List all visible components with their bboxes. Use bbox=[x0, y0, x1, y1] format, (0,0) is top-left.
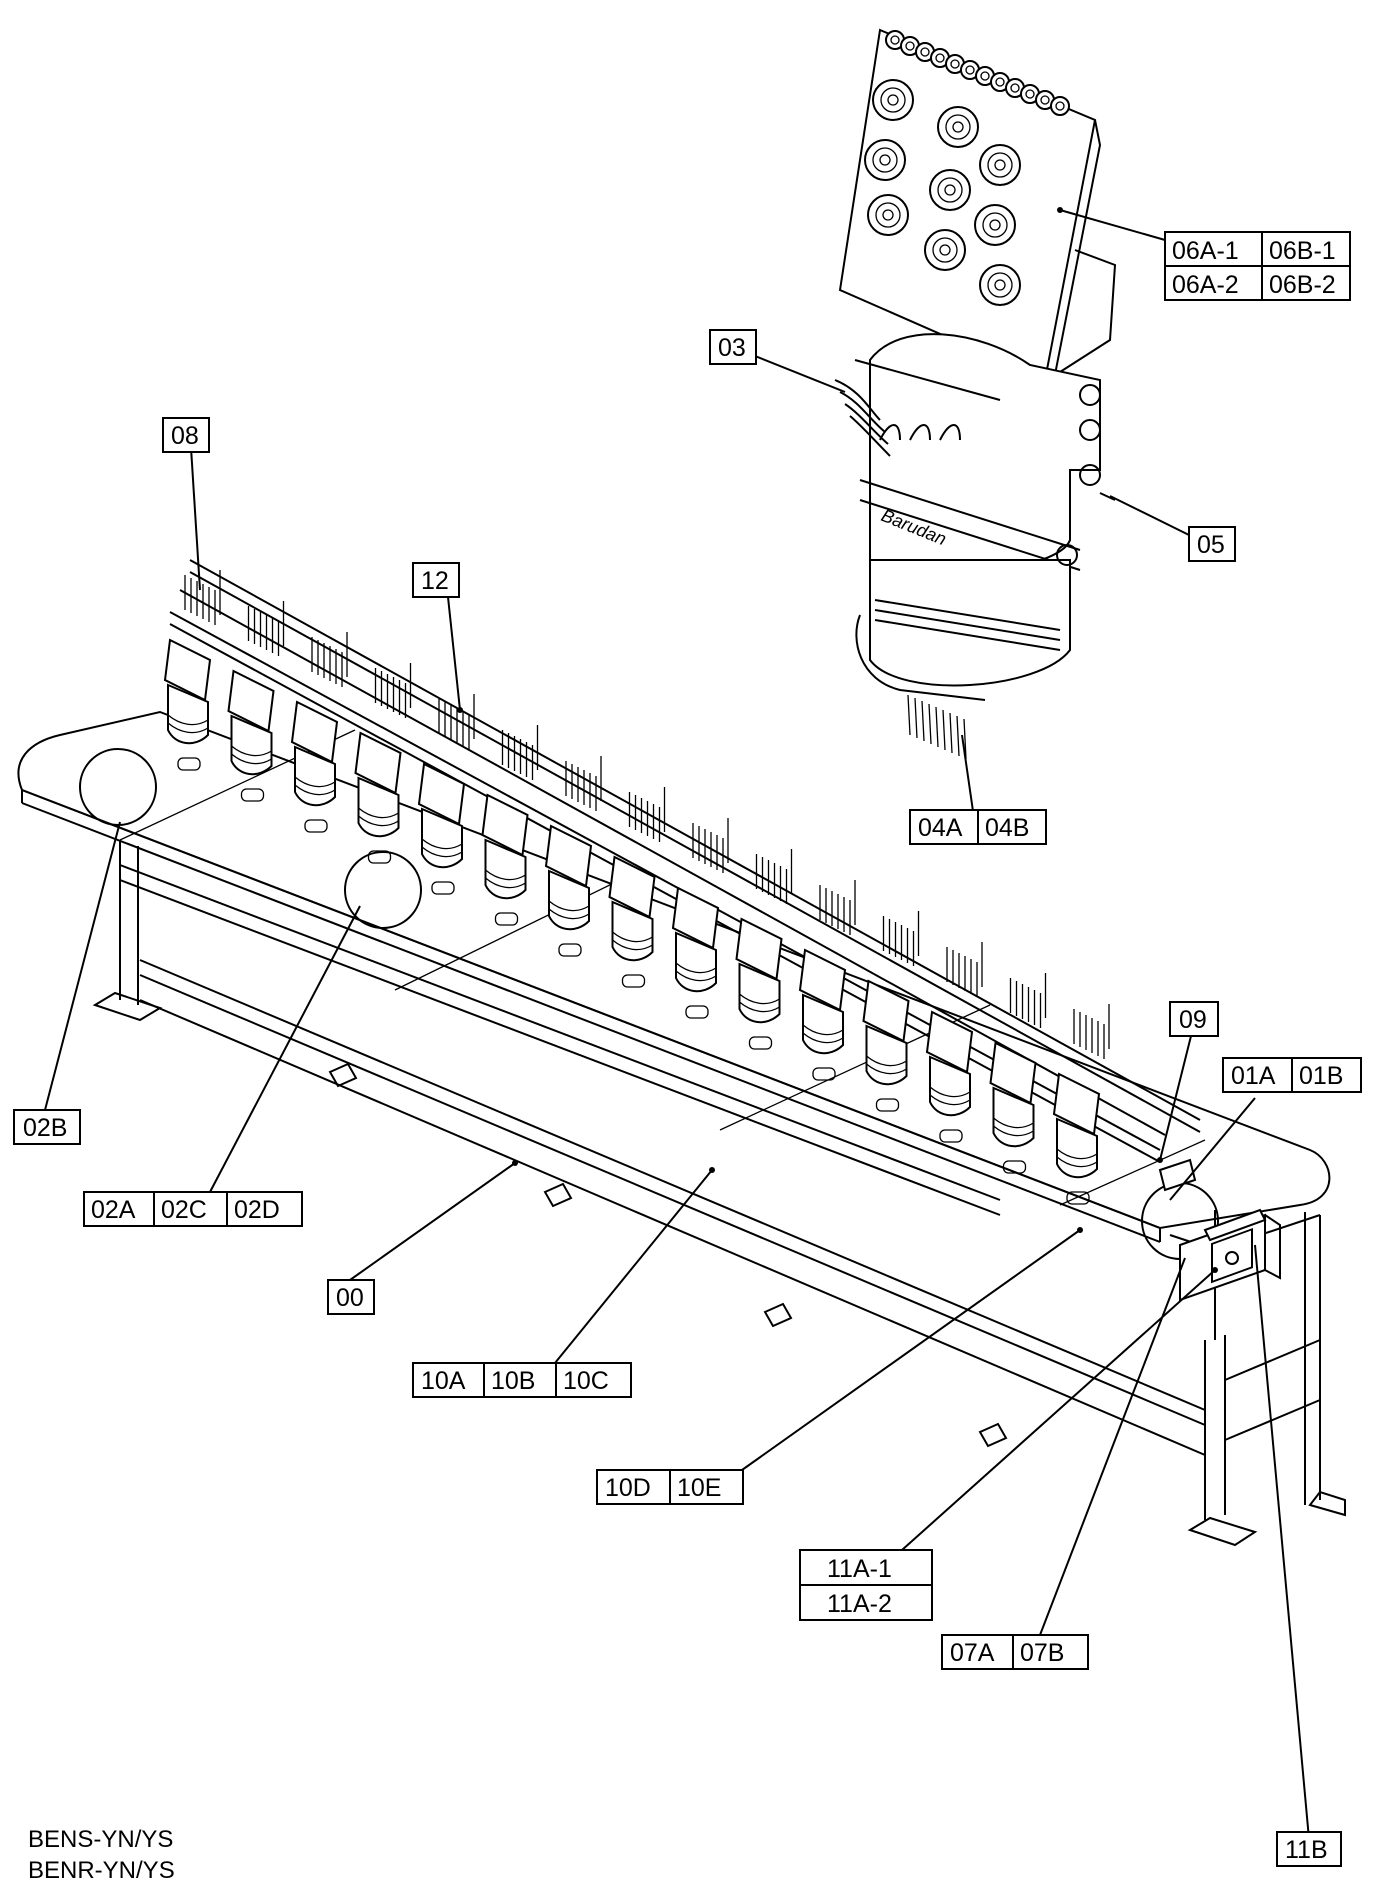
callout-01b: 01B bbox=[1299, 1062, 1343, 1090]
callout-07b: 07B bbox=[1020, 1639, 1064, 1667]
callout-10a: 10A bbox=[421, 1367, 466, 1395]
sewing-head bbox=[354, 663, 412, 864]
sewing-head bbox=[227, 601, 285, 802]
callout-05-label: 05 bbox=[1197, 531, 1225, 559]
sewing-head bbox=[544, 756, 602, 957]
callout-06b-1: 06B-1 bbox=[1269, 237, 1336, 265]
control-panel bbox=[1179, 1208, 1281, 1302]
sewing-head bbox=[1052, 1004, 1110, 1205]
callout-00-label: 00 bbox=[336, 1284, 364, 1312]
callout-10c: 10C bbox=[563, 1367, 609, 1395]
sewing-head bbox=[608, 787, 666, 988]
callout-10b: 10B bbox=[491, 1367, 535, 1395]
tension-knob bbox=[937, 106, 979, 148]
callout-10e: 10E bbox=[677, 1474, 721, 1502]
callout-11a-2: 11A-2 bbox=[827, 1590, 892, 1618]
callout-05: 05 bbox=[1188, 526, 1236, 562]
machine-table bbox=[17, 710, 1346, 1547]
tension-knob bbox=[974, 204, 1016, 246]
callout-06b-2: 06B-2 bbox=[1269, 271, 1336, 299]
callout-04b: 04B bbox=[985, 814, 1029, 842]
callout-08: 08 bbox=[162, 417, 210, 453]
callout-10d: 10D bbox=[605, 1474, 651, 1502]
callout-12-label: 12 bbox=[421, 567, 449, 595]
callout-01: 01A 01B bbox=[1222, 1057, 1362, 1093]
tension-knob bbox=[979, 144, 1021, 186]
tension-knob bbox=[929, 169, 971, 211]
sewing-head bbox=[798, 880, 856, 1081]
tension-knob bbox=[872, 79, 914, 121]
callout-02b: 02B bbox=[13, 1109, 81, 1145]
enlarged-sewing-head: Barudan bbox=[834, 28, 1117, 760]
callout-07a: 07A bbox=[950, 1639, 995, 1667]
callout-11b-label: 11B bbox=[1285, 1836, 1328, 1864]
tension-knob bbox=[864, 139, 906, 181]
sewing-head bbox=[989, 973, 1047, 1174]
sewing-heads-row bbox=[163, 570, 1110, 1205]
callout-02d: 02D bbox=[234, 1196, 280, 1224]
tension-knob bbox=[979, 264, 1021, 306]
callout-00: 00 bbox=[327, 1279, 375, 1315]
callout-02: 02A 02C 02D bbox=[83, 1191, 303, 1227]
callout-11a: 11A-1 11A-2 bbox=[799, 1549, 933, 1621]
model-label-1: BENS-YN/YS bbox=[28, 1826, 174, 1853]
callout-12: 12 bbox=[412, 562, 460, 598]
callout-04: 04A 04B bbox=[909, 809, 1047, 845]
callout-01a: 01A bbox=[1231, 1062, 1276, 1090]
callout-10de: 10D 10E bbox=[596, 1469, 744, 1505]
callout-10abc: 10A 10B 10C bbox=[412, 1362, 632, 1398]
callout-06a-2: 06A-2 bbox=[1172, 271, 1239, 299]
callout-11b: 11B bbox=[1276, 1831, 1342, 1867]
callout-03: 03 bbox=[709, 329, 757, 365]
callout-06: 06A-1 06B-1 06A-2 06B-2 bbox=[1164, 231, 1351, 301]
model-label-2: BENR-YN/YS bbox=[28, 1857, 175, 1884]
sewing-head bbox=[481, 725, 539, 926]
thread-guide bbox=[1035, 90, 1055, 110]
sewing-head bbox=[163, 570, 221, 771]
callout-04a: 04A bbox=[918, 814, 963, 842]
callout-08-label: 08 bbox=[171, 422, 199, 450]
leader-lines bbox=[44, 207, 1311, 1851]
tension-knob bbox=[924, 229, 966, 271]
sewing-head bbox=[862, 911, 920, 1112]
sewing-head bbox=[290, 632, 348, 833]
callout-06a-1: 06A-1 bbox=[1172, 237, 1239, 265]
callout-03-label: 03 bbox=[718, 334, 746, 362]
sewing-head bbox=[671, 818, 729, 1019]
callout-02b-label: 02B bbox=[23, 1114, 67, 1142]
callout-09-label: 09 bbox=[1179, 1006, 1207, 1034]
sewing-head bbox=[925, 942, 983, 1143]
detail-circle-02b bbox=[79, 748, 157, 826]
thread-guide bbox=[1050, 96, 1070, 116]
callout-07: 07A 07B bbox=[941, 1634, 1089, 1670]
tension-knob bbox=[867, 194, 909, 236]
thread-guide bbox=[915, 42, 935, 62]
detail-circle-02 bbox=[344, 851, 422, 929]
right-end-box bbox=[1158, 1158, 1197, 1192]
callout-11a-1: 11A-1 bbox=[827, 1555, 892, 1583]
callout-02c: 02C bbox=[161, 1196, 207, 1224]
callout-09: 09 bbox=[1169, 1001, 1219, 1037]
sewing-head bbox=[735, 849, 793, 1050]
sewing-head bbox=[417, 694, 475, 895]
callout-02a: 02A bbox=[91, 1196, 136, 1224]
